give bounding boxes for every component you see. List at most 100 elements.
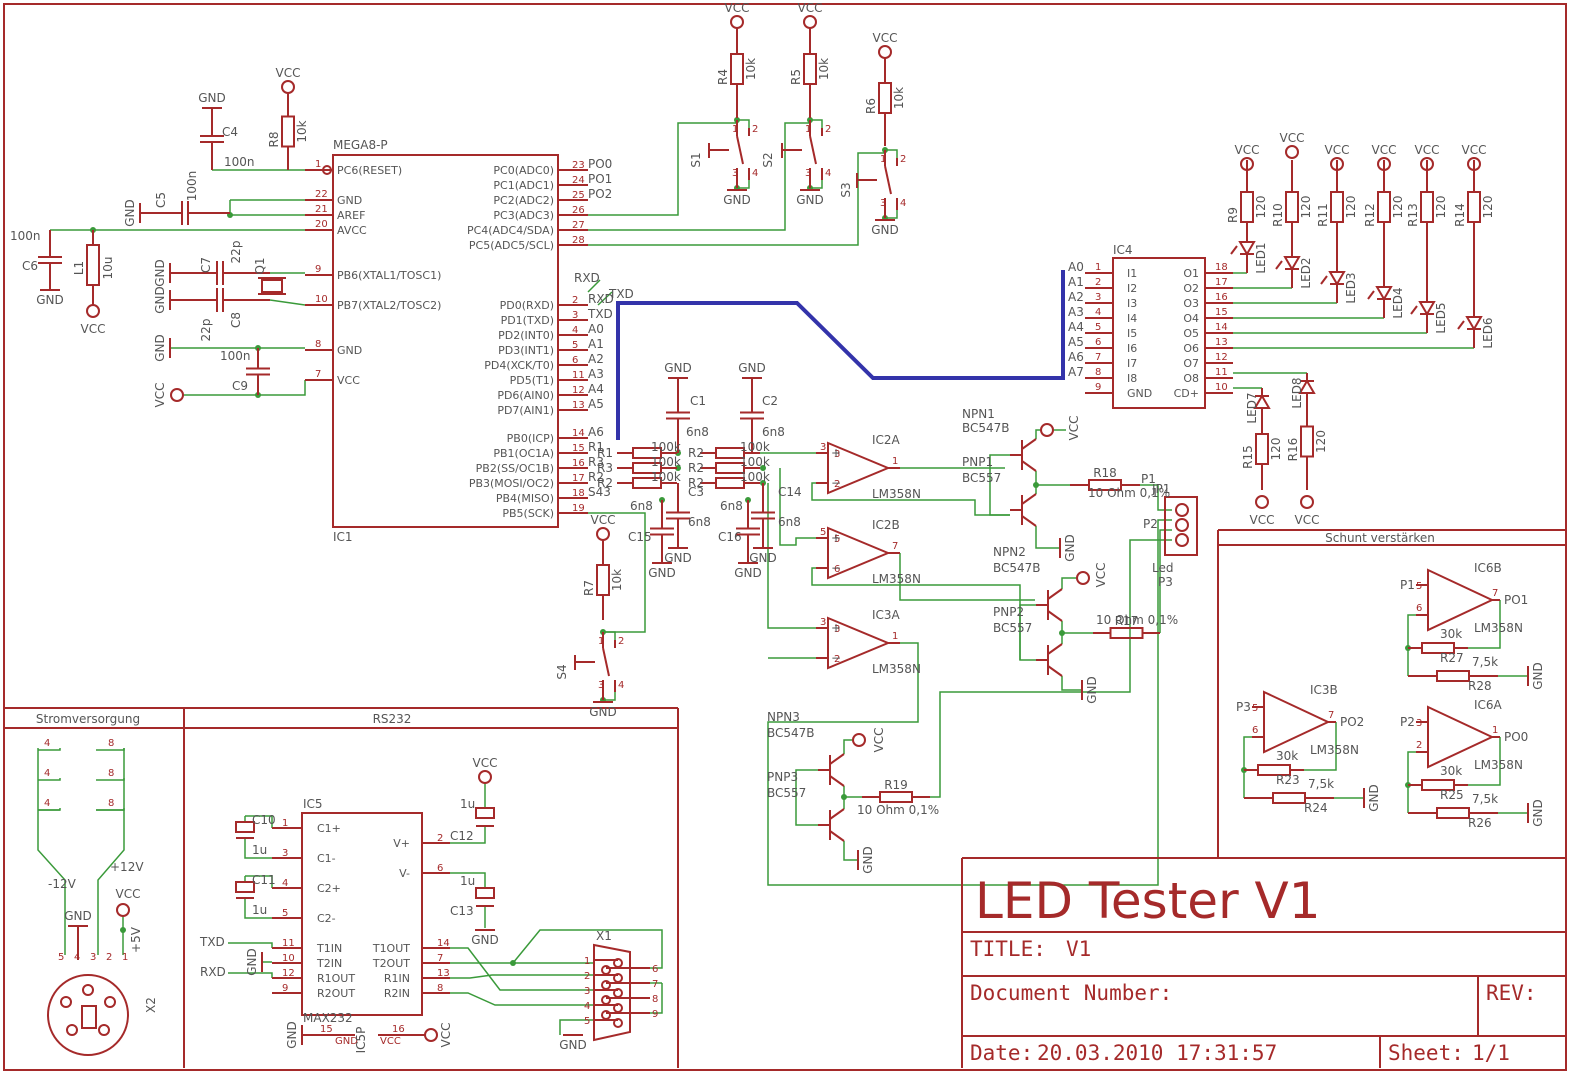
gnd-label: GND	[198, 91, 226, 105]
mcu-pin-name: PD6(AIN0)	[497, 389, 554, 402]
opamp-pin: 6	[1416, 603, 1422, 614]
resistor-ref: R2	[688, 476, 704, 490]
wire	[930, 539, 1172, 798]
wire	[97, 748, 125, 955]
db9-pin-number: 9	[652, 1009, 658, 1020]
cap-ref: C11	[252, 873, 276, 887]
mcu-ref: IC1	[333, 530, 353, 544]
ic4-pin-number: 4	[1095, 307, 1101, 318]
net-label: P2	[1400, 715, 1415, 729]
line	[1021, 438, 1037, 450]
opamp-type: LM358N	[1310, 743, 1359, 757]
gnd-label: GND	[1367, 784, 1381, 812]
ic4-pin-name: CD+	[1174, 387, 1199, 400]
opamp-pin: 3	[834, 449, 840, 460]
junction-dot	[675, 465, 681, 471]
ic4-pin-name: O7	[1183, 357, 1199, 370]
switch-pin: 2	[900, 154, 906, 165]
line	[1021, 460, 1037, 472]
vcc-label: VCC	[1462, 143, 1487, 157]
wire	[38, 748, 61, 751]
mcu-pin-name: VCC	[337, 374, 360, 387]
vcc-label: VCC	[81, 322, 106, 336]
gnd-label: GND	[1531, 799, 1545, 827]
switch-pin: 1	[880, 154, 886, 165]
resistor-ref: R13	[1406, 203, 1420, 227]
resistor	[1377, 191, 1391, 223]
resistor	[1255, 433, 1269, 465]
ic4-pin-number: 7	[1095, 352, 1101, 363]
ic4-pin-name: I8	[1127, 372, 1137, 385]
resistor-value: 7,5k	[1472, 655, 1498, 669]
mcu-pin-number: 12	[572, 385, 585, 396]
resistor-value: 120	[1269, 438, 1283, 461]
crystal-ref: Q1	[253, 257, 267, 274]
switch-pin: 2	[752, 124, 758, 135]
ic4-pin-number: 13	[1215, 337, 1228, 348]
wire	[899, 553, 1035, 601]
resistor	[879, 791, 913, 803]
ic4-pin-name: O2	[1183, 282, 1199, 295]
ic4-pin-number: 3	[1095, 292, 1101, 303]
resistor-value: 120	[1299, 196, 1313, 219]
db9-pin-number: 2	[584, 971, 590, 982]
resistor	[1421, 642, 1455, 654]
switch-pin: 1	[805, 124, 811, 135]
vcc-symbol	[1040, 423, 1054, 437]
resistor-ref: R2	[688, 461, 704, 475]
resistor	[596, 564, 610, 596]
mcu-pin-name: PC1(ADC1)	[493, 179, 554, 192]
vcc-label: VCC	[116, 887, 141, 901]
switch-lever	[809, 135, 817, 165]
max232-pin-number: 3	[282, 848, 288, 859]
opamp-symbol	[1263, 690, 1331, 754]
switch-pin: 4	[618, 680, 624, 691]
wire	[450, 872, 486, 888]
cap-value: 6n8	[686, 425, 709, 439]
vcc-symbol	[1076, 571, 1090, 585]
resistor-ref: R3	[597, 461, 613, 475]
net-label: A7	[1068, 365, 1084, 379]
net-label: PO2	[588, 187, 612, 201]
net-label: A6	[1068, 350, 1084, 364]
wire	[885, 149, 898, 158]
vcc-label: VCC	[276, 66, 301, 80]
led-arrow	[1410, 305, 1418, 315]
ic4-pin-name: O6	[1183, 342, 1199, 355]
ic4-pin-number: 12	[1215, 352, 1228, 363]
wire	[559, 1019, 594, 1035]
transistor-ref: PNP3	[767, 770, 798, 784]
connector-ref: JP1	[1151, 482, 1170, 496]
resistor	[1421, 779, 1455, 791]
switch-pin: 1	[732, 124, 738, 135]
connector-label: P3	[1158, 575, 1173, 589]
led-symbol	[1418, 301, 1436, 316]
resistor-ref: R28	[1468, 679, 1492, 693]
net-label: PO0	[588, 157, 612, 171]
opamp-ref: IC6A	[1474, 698, 1503, 712]
max232-pin-number: 6	[437, 863, 443, 874]
opamp-type: LM358N	[1474, 621, 1523, 635]
mcu-pin-number: 22	[315, 189, 328, 200]
resistor-ref: R26	[1468, 816, 1492, 830]
mcu-pin-name: AREF	[337, 209, 365, 222]
led-arrow	[1367, 290, 1375, 300]
vcc-symbol	[852, 733, 866, 747]
wire	[587, 279, 601, 293]
max232-pin-name: R1IN	[384, 972, 410, 985]
mcu-pin-number: 3	[572, 310, 578, 321]
gnd-label: GND	[64, 909, 92, 923]
wire	[1035, 526, 1060, 549]
net-label: A2	[1068, 290, 1084, 304]
wire	[37, 748, 66, 955]
mcu-pin-number: 15	[572, 443, 585, 454]
resistor-ref: R5	[789, 69, 803, 85]
ic4-pin-name: I6	[1127, 342, 1137, 355]
inductor	[86, 244, 100, 286]
din-pin	[98, 1024, 110, 1036]
opamp-symbol	[827, 526, 891, 580]
wire	[588, 512, 646, 633]
transistor-ref: NPN2	[993, 545, 1026, 559]
wire	[1407, 751, 1416, 785]
mcu-pin-name: GND	[337, 344, 362, 357]
